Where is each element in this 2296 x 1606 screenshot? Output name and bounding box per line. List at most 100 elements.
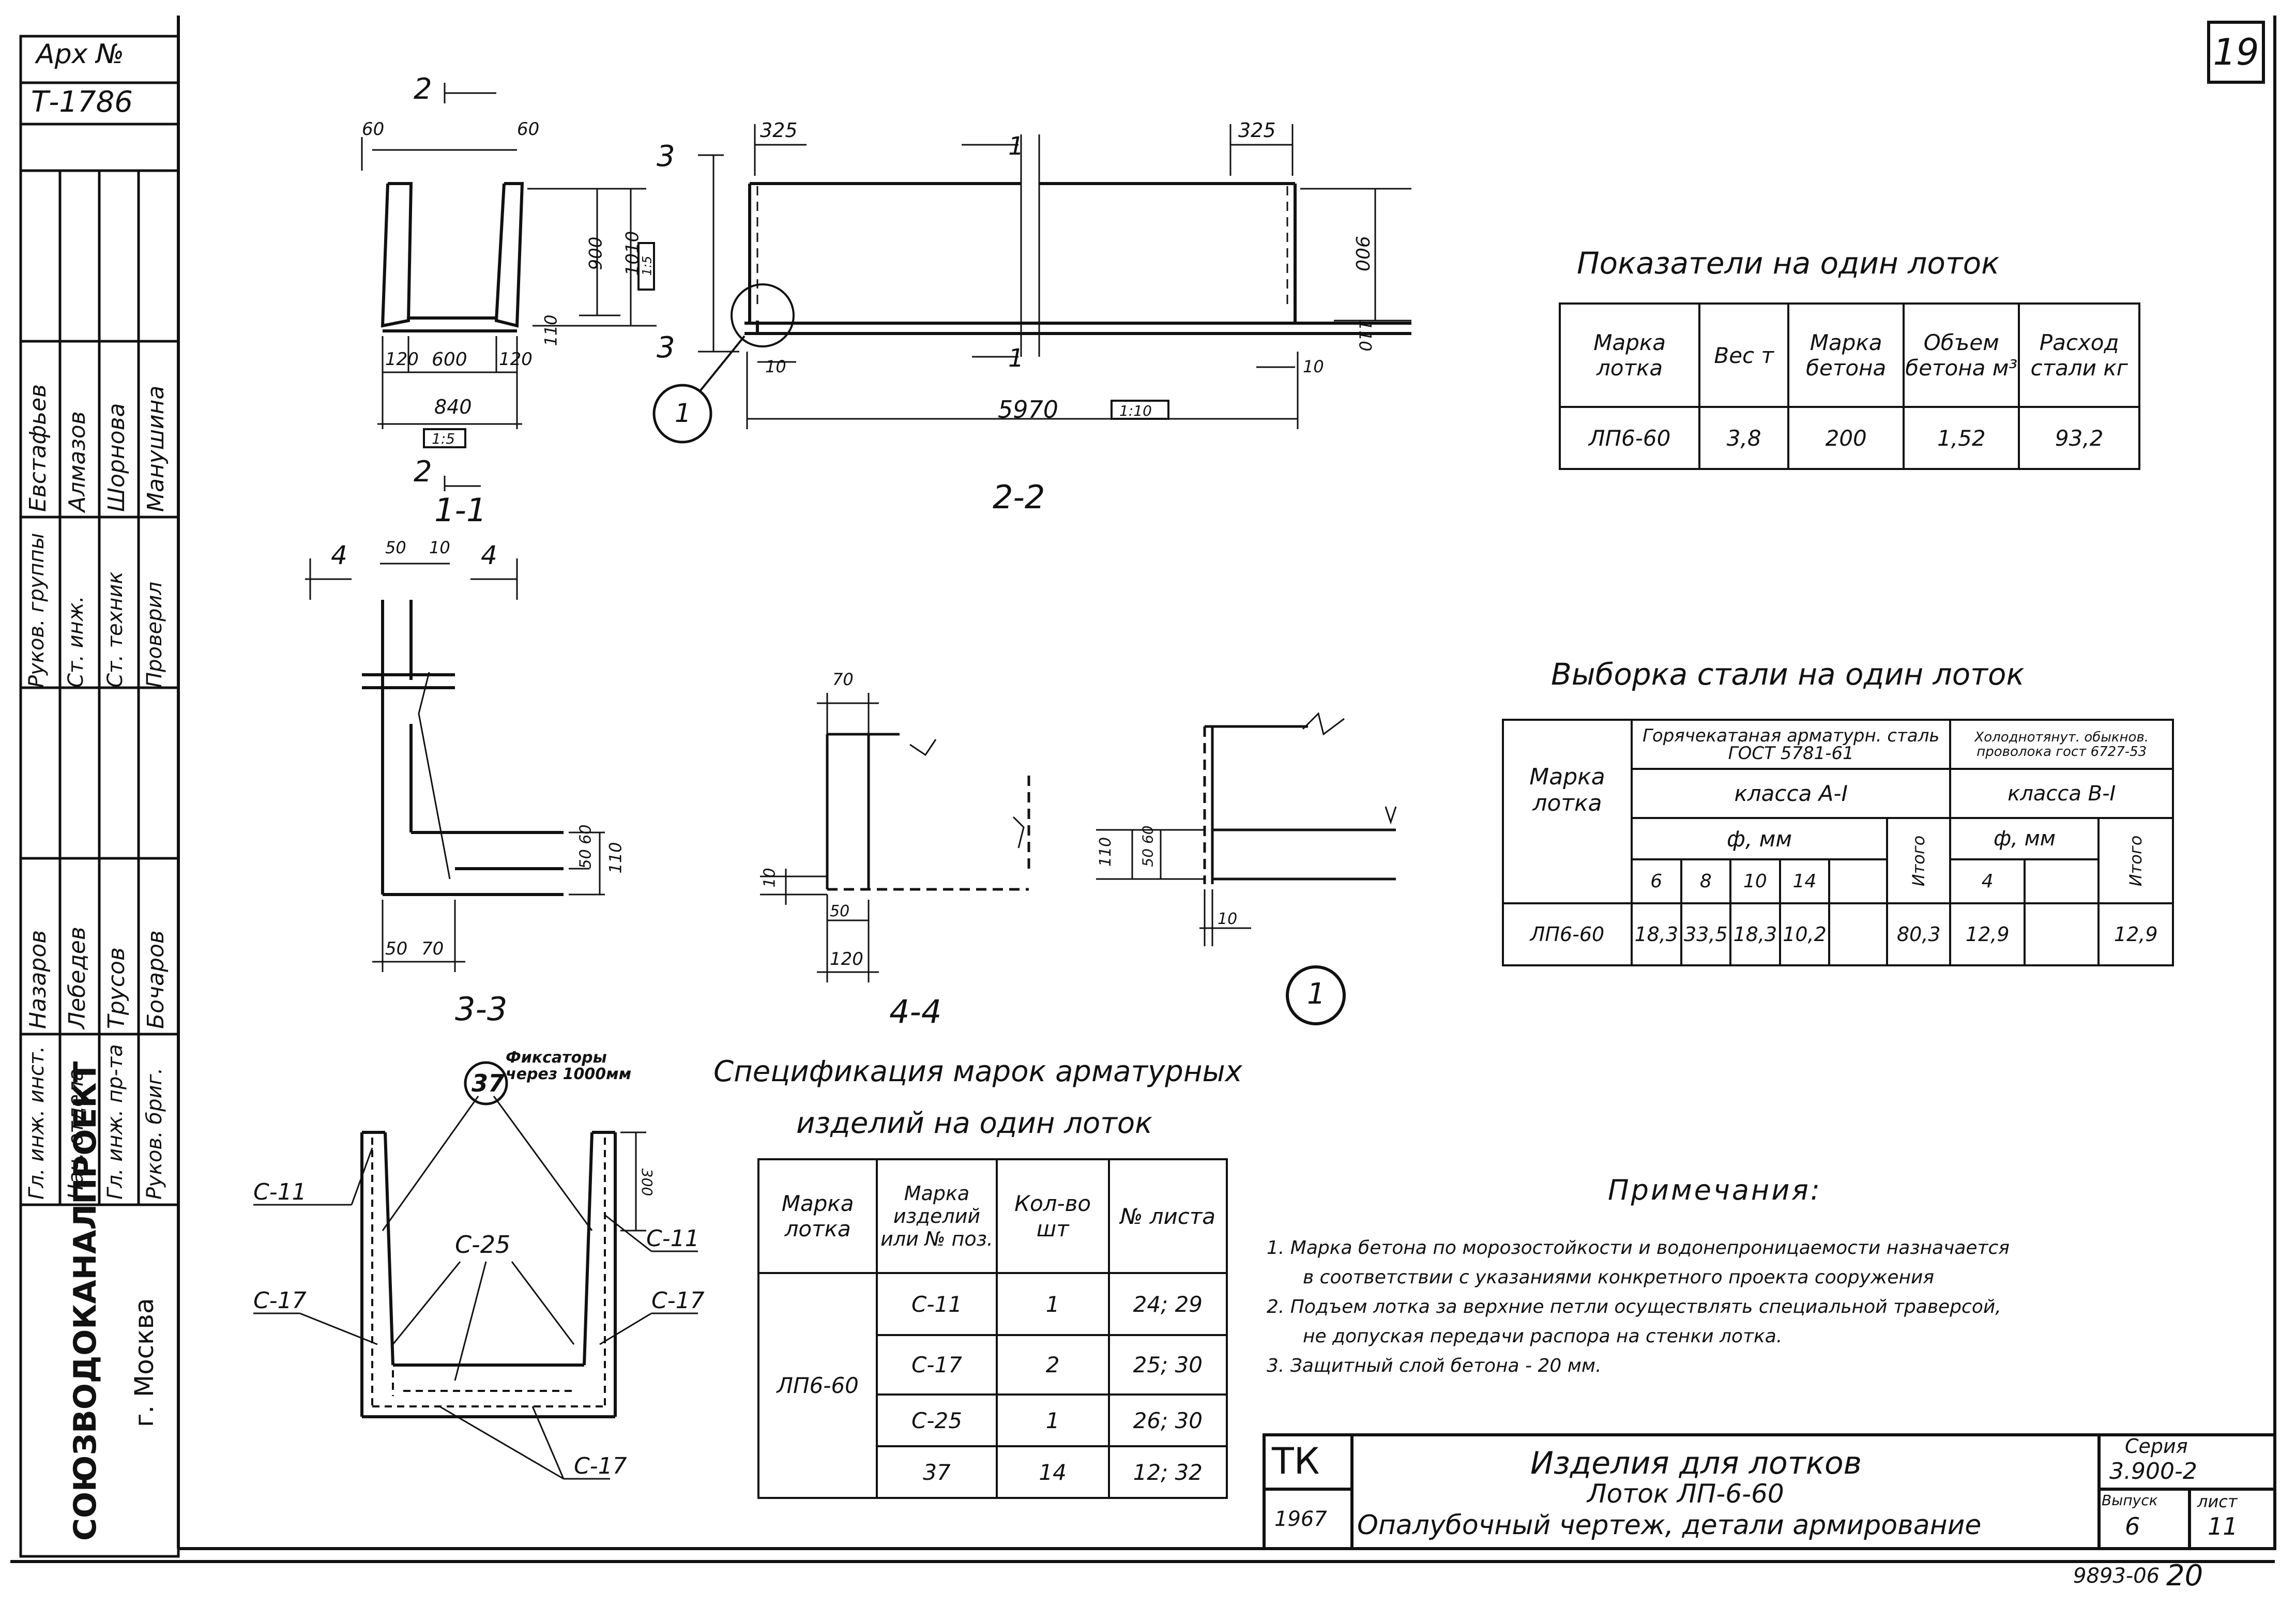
issue-label: Выпуск <box>2102 1492 2158 1509</box>
scale-box-2-2 <box>1111 400 1169 420</box>
cut-mark-1-bottom: 1 <box>1008 344 1024 373</box>
spec-qty-1: 2 <box>995 1334 1110 1396</box>
dim-10-node: 10 <box>1218 910 1238 928</box>
role-3: Руков. бриг. <box>143 1067 166 1200</box>
steel-mark-spacer <box>1502 859 1633 904</box>
steel-d10: 10 <box>1729 858 1781 904</box>
steel-total-b: 12,9 <box>2097 902 2174 966</box>
sheet-label: лист <box>2197 1492 2238 1511</box>
fixator-label: Фиксаторы через 1000мм <box>506 1049 632 1083</box>
steel-h-total-b: Итого <box>2097 817 2174 904</box>
detail-circle-1 <box>731 283 795 347</box>
indicators-data-row: ЛП6-60 3,8 200 1,52 93,2 <box>1558 406 2140 470</box>
dim-325-left: 325 <box>760 119 798 142</box>
spec-sheet-0: 24; 29 <box>1107 1272 1228 1336</box>
label-c17-bottom: С-17 <box>574 1453 627 1479</box>
spec-qty-0: 1 <box>995 1272 1110 1336</box>
title-tk: ТК <box>1272 1440 1320 1482</box>
steel-h-total-a-text: Итого <box>1909 835 1929 886</box>
ind-h-concrete: Марка бетона <box>1787 302 1905 408</box>
spec-title-2: изделий на один лоток <box>796 1107 1153 1140</box>
spec-h-qty: Кол-во шт <box>995 1158 1110 1274</box>
spec-row-0: ЛП6-60 С-11 1 24; 29 <box>757 1272 1228 1499</box>
steel-v10: 18,3 <box>1729 902 1781 966</box>
dim-325-right: 325 <box>1238 119 1276 142</box>
cross-section-rebar <box>371 1138 606 1407</box>
steel-row-3: ф, мм Итого ф, мм Итого <box>1503 817 2174 904</box>
scale-1-5-side: 1:5 <box>640 255 655 276</box>
steel-h-mark: Марка лотка <box>1502 719 1633 859</box>
archive-label: Арх № <box>36 39 124 70</box>
dim-110-node: 110 <box>1097 837 1115 867</box>
steel-h-hot: Горячекатаная арматурн. сталь ГОСТ 5781-… <box>1630 719 1952 770</box>
series-label: Серия <box>2125 1435 2188 1458</box>
name-0: Назаров <box>25 930 51 1029</box>
steel-row-mark: ЛП6-60 <box>1502 902 1633 966</box>
note-1b: в соответствии с указаниями конкретного … <box>1303 1267 1935 1288</box>
callout-leader-1 <box>700 335 746 391</box>
dim-50-4-4: 50 <box>830 902 850 920</box>
steel-v14: 10,2 <box>1778 902 1831 966</box>
cut-mark-1-top: 1 <box>1008 132 1024 161</box>
steel-v4: 12,9 <box>1949 902 2026 966</box>
archive-number: Т-1786 <box>31 85 133 119</box>
spec-mark: ЛП6-60 <box>757 1272 878 1499</box>
dim-120-left: 120 <box>385 349 419 370</box>
dim-120-right: 120 <box>499 349 533 370</box>
role-6: Ст. техник <box>103 571 127 688</box>
steel-vb-empty <box>2023 902 2100 966</box>
steel-row-2: класса А-I класса В-I <box>1503 768 2174 819</box>
steel-row-1: Марка лотка Горячекатаная арматурн. стал… <box>1502 719 2174 859</box>
steel-v6: 18,3 <box>1630 902 1682 966</box>
section-4-4-dims <box>760 693 1025 982</box>
role-1: Нач. отдела <box>64 1068 88 1200</box>
footer-code: 9893-06 <box>2073 1564 2160 1588</box>
dim-70-4-4: 70 <box>832 670 854 689</box>
section-3-3-dims <box>305 558 605 972</box>
scale-box-1-1 <box>423 428 466 448</box>
section-2-2-outline <box>744 182 1411 335</box>
spec-sheet-2: 26; 30 <box>1107 1393 1228 1447</box>
ind-h-steel: Расход стали кг <box>2018 302 2140 408</box>
name-4: Евстафьев <box>25 384 51 512</box>
indicators-title: Показатели на один лоток <box>1577 246 2000 281</box>
footer-page: 20 <box>2166 1559 2203 1593</box>
section-4-4-outline <box>826 733 1030 891</box>
spec-sheet-3: 12; 32 <box>1107 1445 1228 1499</box>
ind-h-weight: Вес т <box>1698 302 1790 408</box>
steel-table: Марка лотка Горячекатаная арматурн. стал… <box>1502 719 2174 966</box>
dim-50b: 50 <box>576 849 595 869</box>
series-value: 3.900-2 <box>2109 1458 2197 1484</box>
spec-title-1: Спецификация марок арматурных <box>713 1055 1242 1088</box>
ind-steel: 93,2 <box>2018 406 2140 470</box>
dim-840: 840 <box>434 396 472 418</box>
section-title-2-2: 2-2 <box>993 478 1045 516</box>
spec-row-2: С-25 1 26; 30 <box>758 1393 1228 1447</box>
dim-900-2-2: 900 <box>1351 236 1373 271</box>
spec-row-3: 37 14 12; 32 <box>758 1445 1228 1499</box>
cut-mark-2-top: 2 <box>414 72 432 106</box>
dim-60-right: 60 <box>517 119 540 140</box>
dim-5970: 5970 <box>998 396 1059 423</box>
note-2b: не допуская передачи распора на стенки л… <box>1303 1326 1783 1347</box>
section-2-2-hidden <box>756 186 1288 310</box>
steel-data-row: ЛП6-60 18,3 33,5 18,3 10,2 80,3 12,9 12,… <box>1502 902 2174 966</box>
note-2a: 2. Подъем лотка за верхние петли осущест… <box>1267 1296 2001 1317</box>
cut-mark-3-top: 3 <box>657 140 675 173</box>
name-2: Трусов <box>103 947 130 1029</box>
steel-d6: 6 <box>1630 858 1682 904</box>
steel-title: Выборка стали на один лоток <box>1551 657 2025 692</box>
steel-h-class-b: класса В-I <box>1949 768 2174 819</box>
issue-value: 6 <box>2125 1512 2140 1540</box>
role-2: Гл. инж. пр-та <box>103 1044 127 1200</box>
ind-h-volume: Объем бетона м³ <box>1903 302 2020 408</box>
dim-110-3-3: 110 <box>605 842 626 874</box>
scale-1-5: 1:5 <box>432 430 455 447</box>
dim-60: 60 <box>576 824 595 844</box>
steel-h-total-a: Итого <box>1886 817 1952 904</box>
dim-300: 300 <box>638 1168 656 1196</box>
dim-900-1-1: 900 <box>585 236 606 270</box>
note-3: 3. Защитный слой бетона - 20 мм. <box>1267 1355 1602 1376</box>
name-3: Бочаров <box>143 930 169 1029</box>
spec-h-mark: Марка лотка <box>757 1158 878 1274</box>
